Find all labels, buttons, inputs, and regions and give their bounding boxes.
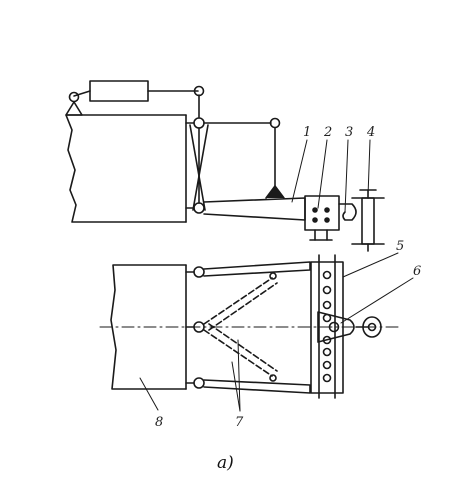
tractor-body-plan [110, 264, 187, 390]
tractor-body-side [65, 114, 187, 223]
coupling-block [304, 195, 340, 241]
clevis-pin [351, 189, 385, 252]
plan-view [99, 254, 401, 399]
chain-anchor-top [269, 272, 277, 280]
side-view [65, 80, 385, 252]
callout-8: 8 [155, 415, 163, 430]
callout-labels: 1 2 3 4 5 6 7 8 [155, 125, 421, 430]
callout-2: 2 [323, 125, 332, 140]
outer-links [185, 261, 311, 394]
callout-7: 7 [235, 415, 244, 430]
hook [338, 203, 357, 221]
upper-linkage [185, 94, 281, 211]
callout-6: 6 [413, 264, 421, 279]
callout-4: 4 [366, 125, 375, 140]
leader-lines [139, 139, 414, 412]
figure-caption: a) [217, 453, 234, 473]
callout-1: 1 [303, 125, 311, 140]
callout-5: 5 [396, 239, 404, 254]
hydraulic-cylinder [65, 80, 205, 116]
callout-3: 3 [345, 125, 353, 140]
hitch-bar [310, 254, 344, 399]
chain-anchor-bottom [269, 374, 277, 382]
